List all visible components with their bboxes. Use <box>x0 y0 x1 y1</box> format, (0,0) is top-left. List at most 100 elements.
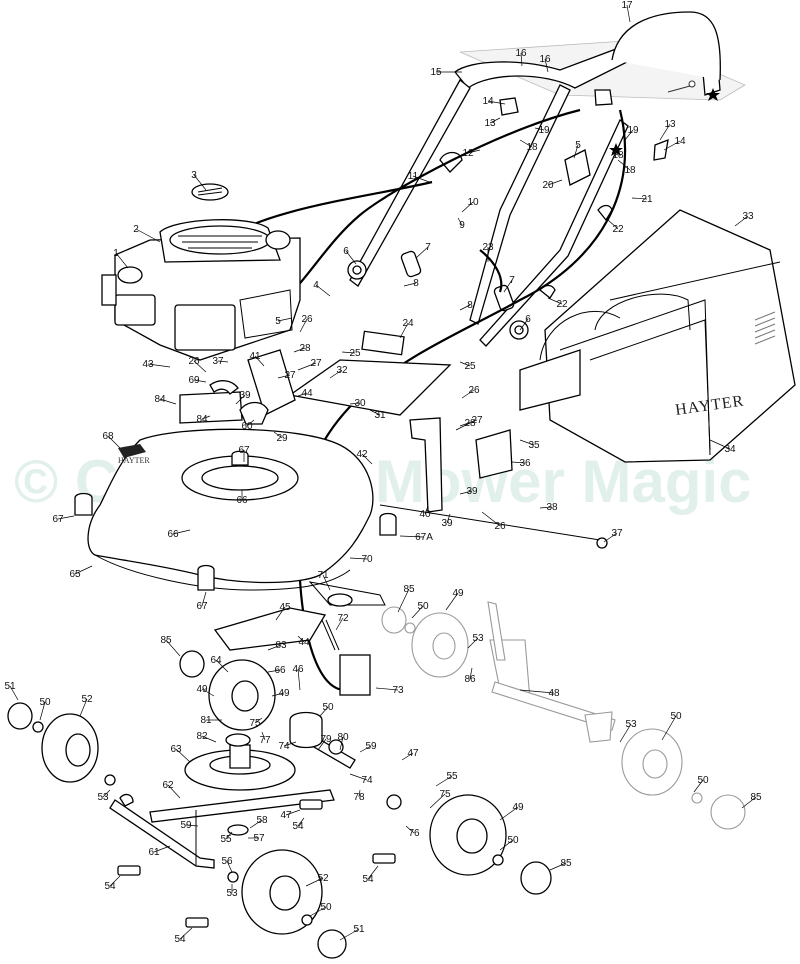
callout-18: 18 <box>624 165 636 176</box>
callout-48: 48 <box>548 688 560 699</box>
mounting-brackets <box>209 330 608 549</box>
callout-71: 71 <box>317 570 329 581</box>
callout-24: 24 <box>402 318 414 329</box>
callout-86: 86 <box>464 674 476 685</box>
callout-46: 46 <box>292 664 304 675</box>
leader-line <box>215 659 229 673</box>
callout-76: 76 <box>408 828 420 839</box>
callout-37: 37 <box>611 528 623 539</box>
leader-line <box>544 58 549 73</box>
callout-7: 7 <box>425 242 431 253</box>
callout-67: 67 <box>196 601 208 612</box>
callout-72: 72 <box>337 613 349 624</box>
leader-line <box>193 174 207 191</box>
callout-54: 54 <box>362 874 374 885</box>
rear-axle <box>109 793 215 869</box>
callout-44: 44 <box>298 637 310 648</box>
leader-line <box>107 435 121 449</box>
callout-41: 41 <box>249 351 261 362</box>
callout-31: 31 <box>374 410 386 421</box>
callout-66: 66 <box>274 665 286 676</box>
leader-line <box>367 865 379 880</box>
leader-line <box>401 752 414 761</box>
leader-line <box>179 927 193 940</box>
callout-40: 40 <box>419 509 431 520</box>
callout-18: 18 <box>612 150 624 161</box>
callout-22: 22 <box>556 299 568 310</box>
leader-line <box>172 529 191 535</box>
leader-line <box>403 282 417 287</box>
leader-line <box>467 637 479 649</box>
callout-61: 61 <box>148 847 160 858</box>
leader-lines <box>9 4 757 941</box>
leader-line <box>446 513 451 524</box>
callout-52: 52 <box>317 873 329 884</box>
callout-79: 79 <box>320 734 332 745</box>
leader-line <box>167 784 181 799</box>
leader-line <box>659 123 671 141</box>
leader-line <box>165 639 181 657</box>
callout-27: 27 <box>471 415 483 426</box>
leader-line <box>319 706 329 717</box>
leader-line <box>487 100 506 105</box>
leader-line <box>603 532 618 543</box>
leader-line <box>341 351 356 354</box>
callout-54: 54 <box>104 881 116 892</box>
leader-line <box>153 845 171 853</box>
leader-line <box>549 862 567 871</box>
leader-line <box>617 159 631 171</box>
leader-line <box>349 557 368 560</box>
leader-line <box>102 789 111 798</box>
leader-line <box>631 197 648 200</box>
callout-66: 66 <box>236 495 248 506</box>
callout-49: 49 <box>452 588 464 599</box>
leader-line <box>254 717 263 724</box>
callout-83: 83 <box>275 640 287 651</box>
leader-line <box>741 796 757 809</box>
leader-line <box>249 819 263 829</box>
callout-26: 26 <box>468 385 480 396</box>
leader-line <box>519 139 533 148</box>
leader-line <box>415 246 429 259</box>
callout-84: 84 <box>154 394 166 405</box>
callout-67A: 67A <box>415 532 433 543</box>
leader-line <box>299 318 308 333</box>
leader-line <box>405 825 415 834</box>
callout-17: 17 <box>621 0 633 11</box>
callout-15: 15 <box>430 67 442 78</box>
height-adjust-arm-ghost <box>487 601 616 743</box>
callout-4: 4 <box>313 280 319 291</box>
leader-line <box>359 745 372 753</box>
leader-line <box>499 839 514 851</box>
leader-line <box>201 688 215 697</box>
callout-54: 54 <box>292 821 304 832</box>
callout-28: 28 <box>464 418 476 429</box>
callout-44: 44 <box>301 388 313 399</box>
leader-line <box>277 317 293 322</box>
leader-line <box>709 439 731 450</box>
mower-deck <box>74 391 397 591</box>
leader-line <box>74 565 93 575</box>
leader-line <box>461 201 474 213</box>
callout-43: 43 <box>142 359 154 370</box>
leader-line <box>185 824 199 827</box>
callout-50: 50 <box>320 902 332 913</box>
leader-line <box>412 175 433 184</box>
leader-line <box>339 736 344 751</box>
callout-8: 8 <box>413 278 419 289</box>
leader-line <box>445 592 459 611</box>
height-sliders <box>117 799 396 928</box>
callout-27: 27 <box>310 358 322 369</box>
callout-9: 9 <box>459 220 465 231</box>
callout-85: 85 <box>160 635 172 646</box>
leader-line <box>201 415 211 420</box>
leader-line <box>626 4 631 23</box>
leader-line <box>109 875 121 887</box>
callout-33: 33 <box>742 211 754 222</box>
callout-37: 37 <box>212 356 224 367</box>
leader-line <box>429 793 446 809</box>
leader-line <box>277 374 291 379</box>
leader-line <box>225 831 233 840</box>
